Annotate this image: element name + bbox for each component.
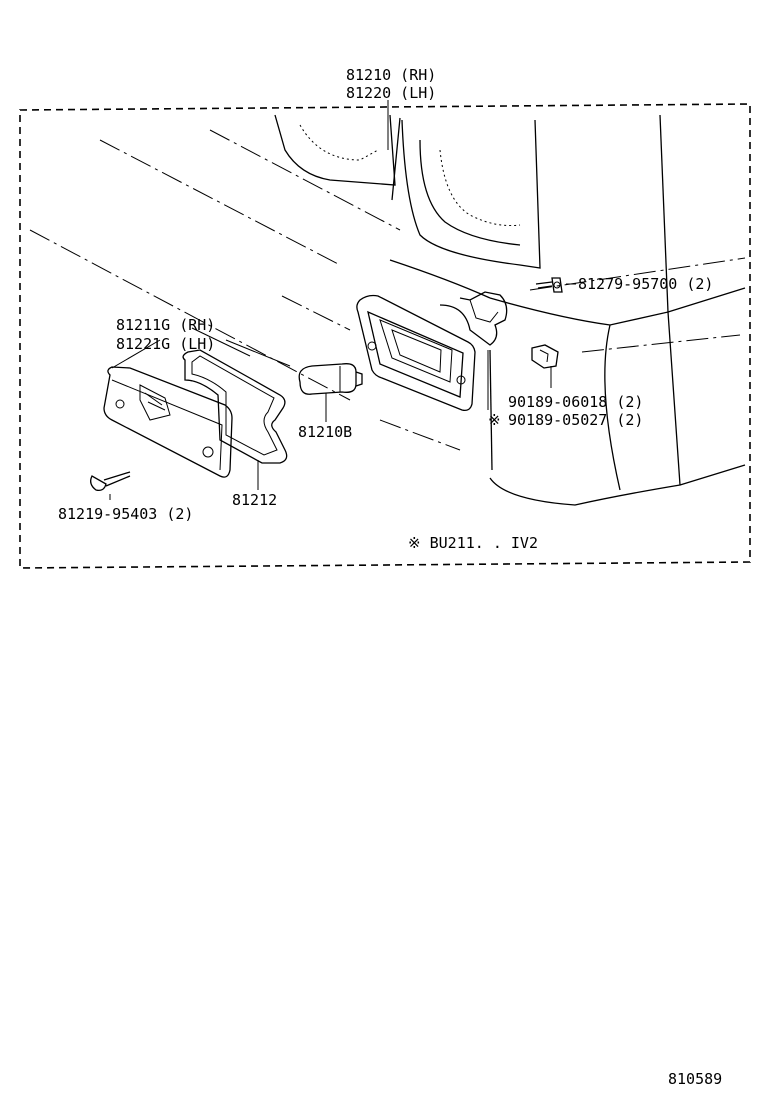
nut-b-marker: ※ xyxy=(488,411,501,429)
guide-lines xyxy=(29,129,746,451)
label-nut-a: 90189-06018 (2) xyxy=(508,393,643,411)
nut-clip xyxy=(531,344,559,369)
bulb xyxy=(298,363,363,395)
gasket xyxy=(182,349,288,464)
bumper-outline xyxy=(389,114,746,506)
turn-signal-housing xyxy=(356,291,508,412)
screw-top xyxy=(535,277,563,293)
label-lens-rh: 81211G (RH) xyxy=(116,316,215,334)
label-gasket: 81212 xyxy=(232,491,277,509)
label-screw-top: 81279-95700 (2) xyxy=(578,275,713,293)
leader-lines xyxy=(109,100,576,500)
label-turn-lamp-rh: 81210 (RH) xyxy=(346,66,436,84)
label-bulb: 81210B xyxy=(298,423,352,441)
label-applicability: ※ BU211. . IV2 xyxy=(408,534,538,552)
lens xyxy=(103,366,233,478)
headlamp-housing xyxy=(274,114,541,269)
assembly-frame xyxy=(19,103,751,569)
label-lens-lh: 81221G (LH) xyxy=(116,335,215,353)
label-turn-lamp-lh: 81220 (LH) xyxy=(346,84,436,102)
label-screw-lens: 81219-95403 (2) xyxy=(58,505,193,523)
figure-number: 810589 xyxy=(668,1070,722,1088)
label-nut-b: 90189-05027 (2) xyxy=(508,411,643,429)
screw-lens xyxy=(90,471,131,492)
